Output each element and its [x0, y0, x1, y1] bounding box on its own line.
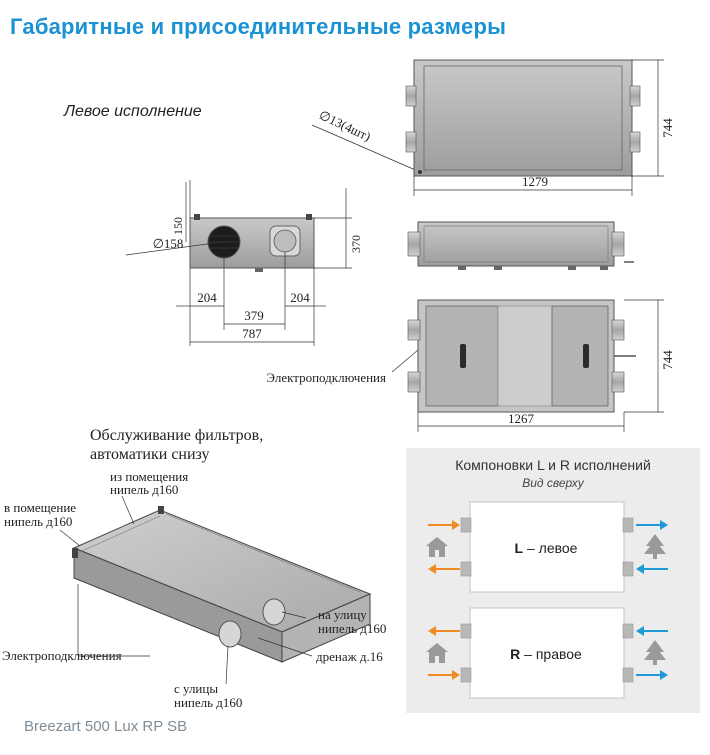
front-204-right-dim: 204 — [290, 290, 310, 305]
layout-left-unit — [460, 501, 634, 593]
iso-from-street-line1: с улицы — [174, 681, 218, 696]
top-width-dim: 1279 — [522, 174, 548, 189]
bottom-view-dimensions — [391, 299, 664, 432]
spigot-icon — [611, 231, 625, 257]
layouts-title: Компоновки L и R исполнений — [455, 457, 651, 473]
front-370-dim: 370 — [349, 235, 363, 253]
front-view-dimensions — [125, 180, 352, 346]
iso-from-room-line2: нипель д160 — [110, 482, 178, 497]
top-view-unit — [405, 59, 641, 177]
spigot-icon — [629, 85, 641, 107]
iso-outside-line1: на улицу — [318, 607, 367, 622]
arrow-left-icon — [636, 626, 668, 636]
iso-to-room-line1: в помещение — [4, 500, 76, 515]
service-note-line2: автоматики снизу — [90, 446, 210, 463]
top-view-dimensions — [413, 59, 664, 196]
front-787-dim: 787 — [242, 326, 262, 341]
house-icon — [426, 643, 448, 663]
duct-opening-icon — [273, 229, 297, 253]
top-height-dim: 744 — [660, 118, 675, 138]
spigot-icon — [611, 371, 625, 393]
spigot-icon — [611, 319, 625, 341]
side-view-unit — [407, 221, 634, 270]
tree-icon — [644, 640, 666, 665]
iso-electro: Электроподключения — [2, 648, 122, 663]
arrow-left-icon — [428, 564, 460, 574]
front-204-left-dim: 204 — [197, 290, 217, 305]
layout-left-text: – левое — [523, 540, 578, 556]
layout-right-text: – правое — [520, 646, 582, 662]
left-version-label: Левое исполнение — [63, 103, 202, 120]
front-379-dim: 379 — [244, 308, 264, 323]
duct-opening-icon — [218, 620, 242, 648]
bottom-width-dim: 1267 — [508, 411, 535, 426]
spigot-icon — [407, 371, 421, 393]
bottom-height-dim: 744 — [660, 350, 675, 370]
hole-label: ∅13(4шт) — [317, 107, 373, 144]
layout-left-letter: L — [515, 540, 524, 556]
service-note-line1: Обслуживание фильтров, — [90, 427, 263, 444]
page-title: Габаритные и присоединительные размеры — [10, 14, 507, 39]
front-view-unit — [189, 214, 315, 272]
arrow-right-icon — [636, 670, 668, 680]
bottom-view-unit — [407, 299, 636, 413]
arrow-right-icon — [428, 520, 460, 530]
layout-right-letter: R — [510, 646, 520, 662]
arrow-right-icon — [636, 520, 668, 530]
spigot-icon — [407, 319, 421, 341]
electro-label-top: Электроподключения — [266, 370, 386, 385]
spigot-icon — [405, 85, 417, 107]
footer-model-name: Breezart 500 Lux RP SB — [24, 718, 188, 735]
duct-opening-icon — [262, 598, 286, 626]
layout-left-label: L – левое — [515, 540, 578, 556]
isometric-leaders — [59, 495, 313, 685]
arrow-left-icon — [428, 626, 460, 636]
iso-from-room-line1: из помещения — [110, 469, 188, 484]
house-icon — [426, 537, 448, 557]
iso-drain: дренаж д.16 — [316, 649, 383, 664]
handle-icon — [460, 344, 466, 368]
spigot-icon — [407, 231, 421, 257]
arrow-right-icon — [428, 670, 460, 680]
spigot-icon — [405, 131, 417, 153]
iso-from-street-line2: нипель д160 — [174, 695, 242, 710]
layout-right-label: R – правое — [510, 646, 582, 662]
iso-to-room-line2: нипель д160 — [4, 514, 72, 529]
layout-right-unit — [460, 607, 634, 699]
layouts-subtitle: Вид сверху — [522, 476, 585, 490]
isometric-unit — [72, 506, 372, 663]
tree-icon — [644, 534, 666, 559]
front-150-dim: 150 — [171, 217, 185, 235]
iso-outside-line2: нипель д160 — [318, 621, 386, 636]
handle-icon — [583, 344, 589, 368]
front-diameter-dim: ∅158 — [153, 236, 184, 251]
hole-callout: ∅13(4шт) — [311, 107, 421, 173]
arrow-left-icon — [636, 564, 668, 574]
spigot-icon — [629, 131, 641, 153]
